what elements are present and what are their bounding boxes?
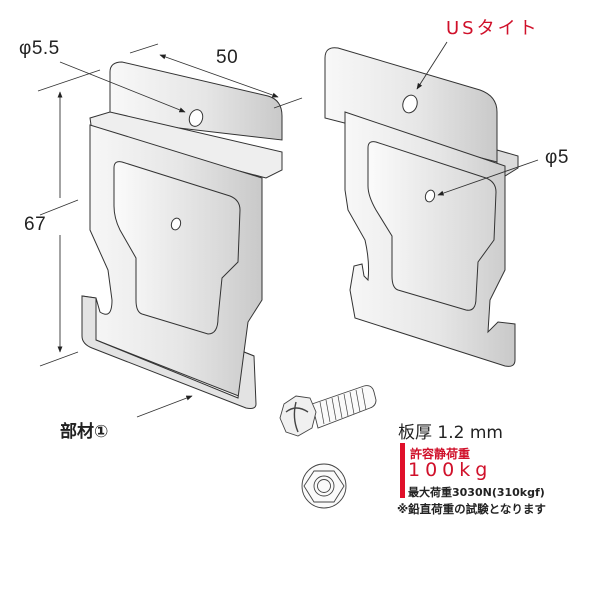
right-hole-diameter-label: φ5 xyxy=(545,147,569,168)
test-note: ※鉛直荷重の試験となります xyxy=(397,502,546,516)
part-label: 部材① xyxy=(60,422,109,442)
bolt-illustration xyxy=(279,385,377,437)
width-dimension-label: 50 xyxy=(216,47,239,68)
allowable-load-label: 許容静荷重 xyxy=(410,447,471,461)
load-accent-bar xyxy=(400,443,405,498)
right-bracket xyxy=(324,47,519,367)
left-hole-diameter-label: φ5.5 xyxy=(19,38,60,59)
thickness-spec: 板厚 1.2 mm xyxy=(398,423,503,443)
nut-illustration xyxy=(301,463,347,509)
dimension-lines xyxy=(37,41,539,418)
height-dimension-label: 67 xyxy=(24,214,47,235)
allowable-load-value: 100kg xyxy=(408,459,493,481)
specs-block: 板厚 1.2 mm xyxy=(398,418,503,443)
product-name-label: USタイト xyxy=(446,18,540,39)
max-load-spec: 最大荷重3030N(310kgf) xyxy=(408,486,545,499)
left-bracket xyxy=(81,61,283,409)
